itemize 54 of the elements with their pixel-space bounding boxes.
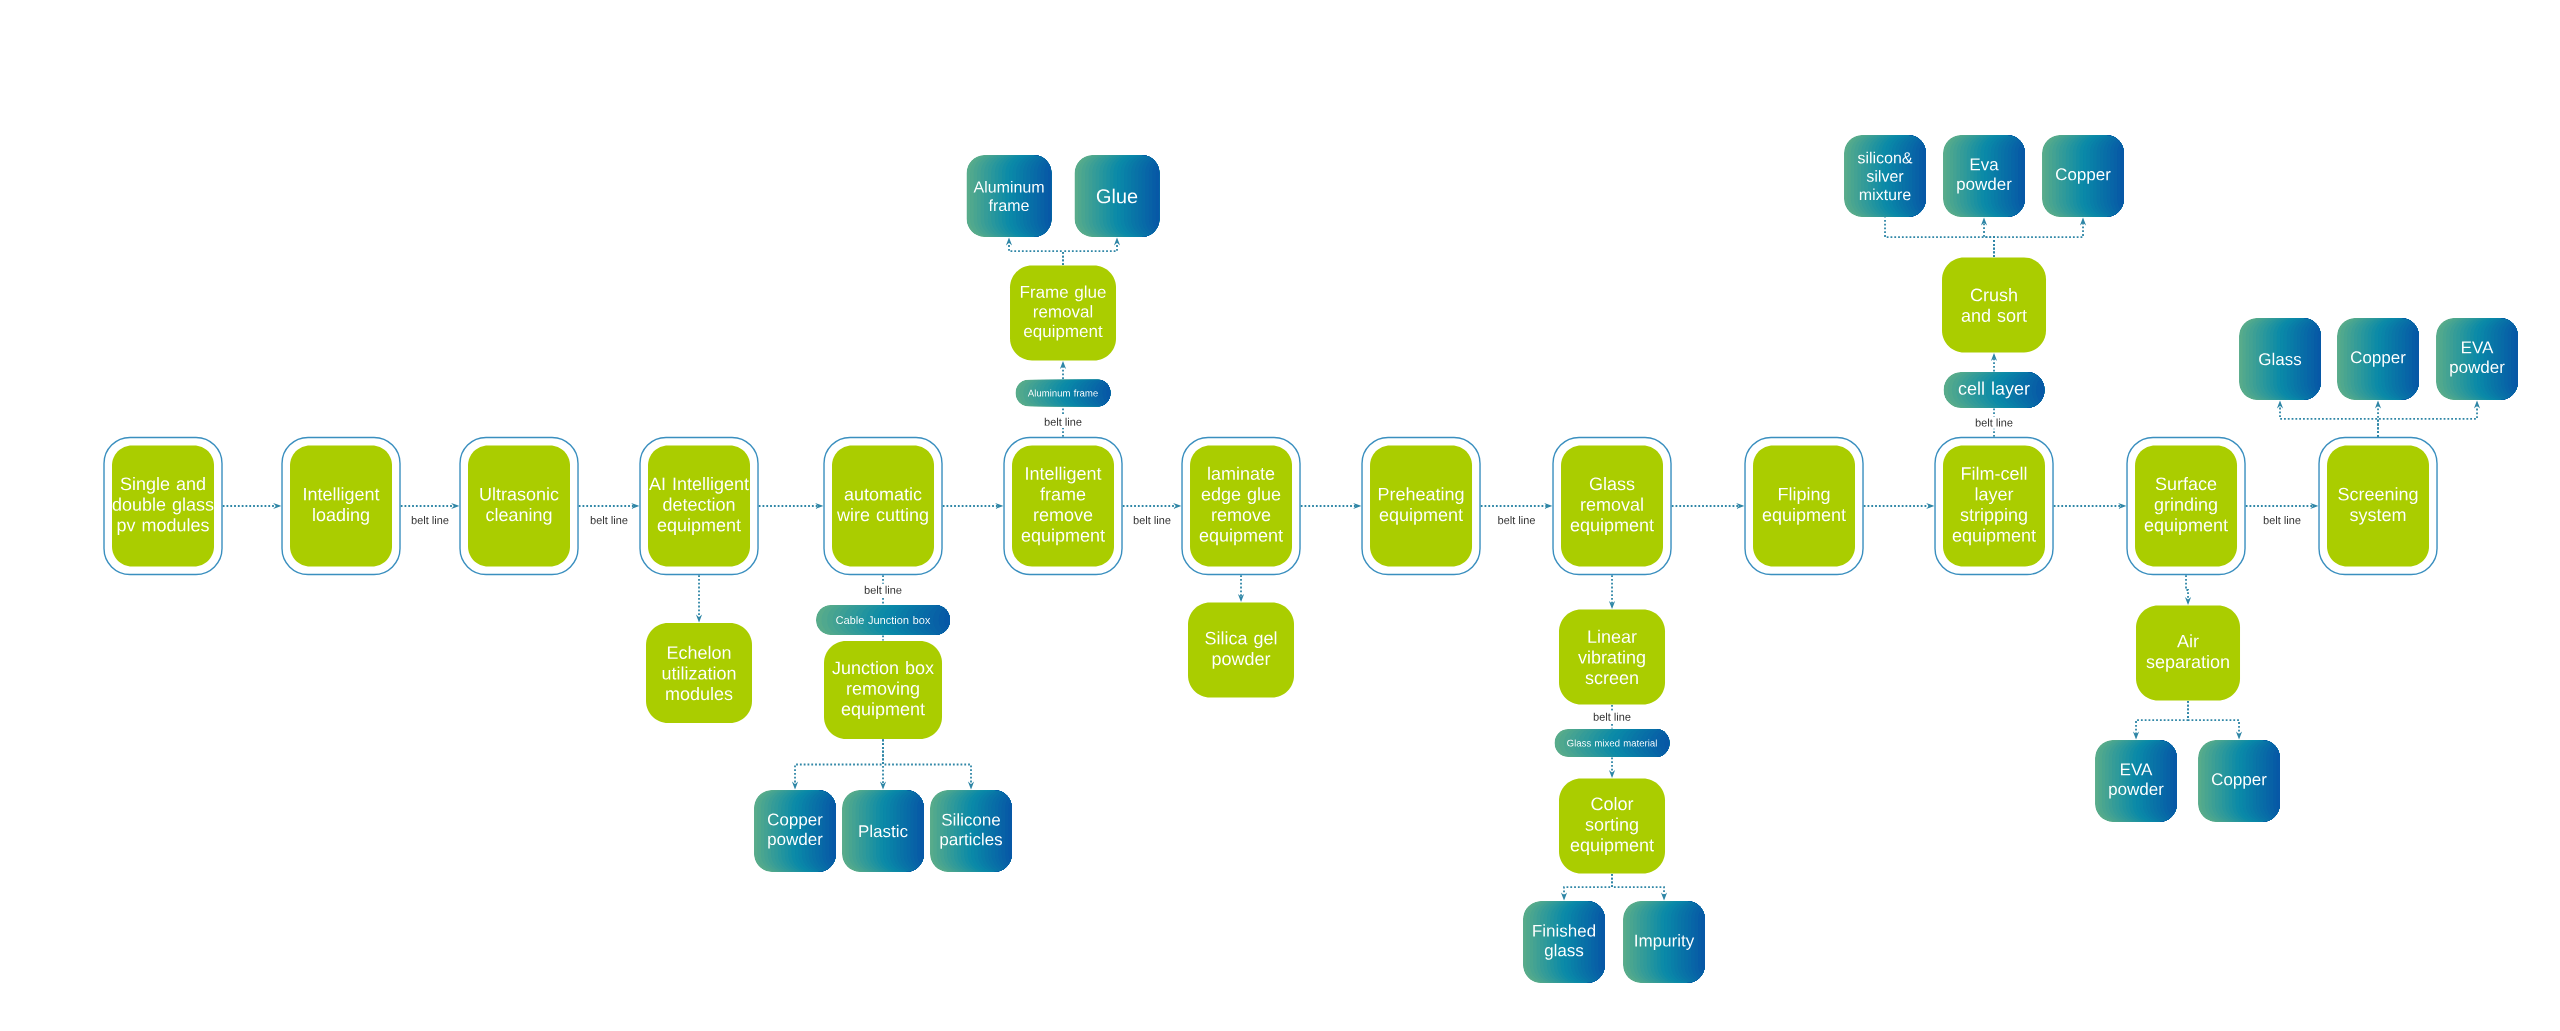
material-box: Copper <box>2198 740 2280 822</box>
material-box: EVA powder <box>2436 318 2518 400</box>
process-box: Single and double glass pv modules <box>103 436 223 576</box>
process-box: Crush and sort <box>1942 257 2046 353</box>
material-box: Impurity <box>1623 901 1705 983</box>
edge-label: belt line <box>411 516 449 525</box>
edge-label: belt line <box>590 516 628 525</box>
process-box: Air separation <box>2136 605 2240 701</box>
process-box: laminate edge glue remove equipment <box>1181 436 1301 576</box>
process-box: Glass removal equipment <box>1552 436 1672 576</box>
material-pill: Glass mixed material <box>1554 729 1670 757</box>
material-box: Plastic <box>842 790 924 872</box>
process-box: Junction box removing equipment <box>824 641 942 739</box>
edge-label: belt line <box>1498 516 1535 525</box>
edge-label: belt line <box>1591 710 1633 723</box>
edge-label: belt line <box>862 583 904 596</box>
process-box: Surface grinding equipment <box>2126 436 2246 576</box>
process-box: Linear vibrating screen <box>1559 609 1665 705</box>
material-box: Finished glass <box>1523 901 1605 983</box>
process-box: Ultrasonic cleaning <box>459 436 579 576</box>
material-box: silicon& silver mixture <box>1844 135 1926 217</box>
process-box: Screening system <box>2318 436 2438 576</box>
material-box: EVA powder <box>2095 740 2177 822</box>
material-box: Copper <box>2337 318 2419 400</box>
process-box: Film-cell layer stripping equipment <box>1934 436 2054 576</box>
process-box: Color sorting equipment <box>1559 778 1665 874</box>
material-box: Silicone particles <box>930 790 1012 872</box>
material-pill: cell layer <box>1943 372 2045 408</box>
process-box: automatic wire cutting <box>823 436 943 576</box>
material-box: Copper <box>2042 135 2124 217</box>
connector-line <box>1611 704 1613 730</box>
material-box: Copper powder <box>754 790 836 872</box>
connector-line <box>882 634 884 642</box>
edge-label: belt line <box>1042 415 1084 428</box>
process-box: Echelon utilization modules <box>646 623 752 723</box>
connector-line <box>1062 406 1064 438</box>
edge-label: belt line <box>2263 516 2301 525</box>
process-box: Intelligent frame remove equipment <box>1003 436 1123 576</box>
process-box: Frame glue removal equipment <box>1010 265 1116 361</box>
material-box: Glass <box>2239 318 2321 400</box>
connector-line <box>882 574 884 606</box>
edge-label: belt line <box>1973 416 2015 429</box>
process-box: Fliping equipment <box>1744 436 1864 576</box>
process-box: Intelligent loading <box>281 436 401 576</box>
material-box: Aluminum frame <box>966 155 1052 237</box>
process-box: AI Intelligent detection equipment <box>639 436 759 576</box>
material-pill: Cable Junction box <box>816 605 950 635</box>
process-box: Preheating equipment <box>1361 436 1481 576</box>
material-box: Eva powder <box>1943 135 2025 217</box>
material-pill: Aluminum frame <box>1015 379 1111 407</box>
connector-line <box>1993 407 1995 438</box>
edge-label: belt line <box>1133 516 1171 525</box>
process-box: Silica gel powder <box>1188 602 1294 698</box>
material-box: Glue <box>1074 155 1160 237</box>
